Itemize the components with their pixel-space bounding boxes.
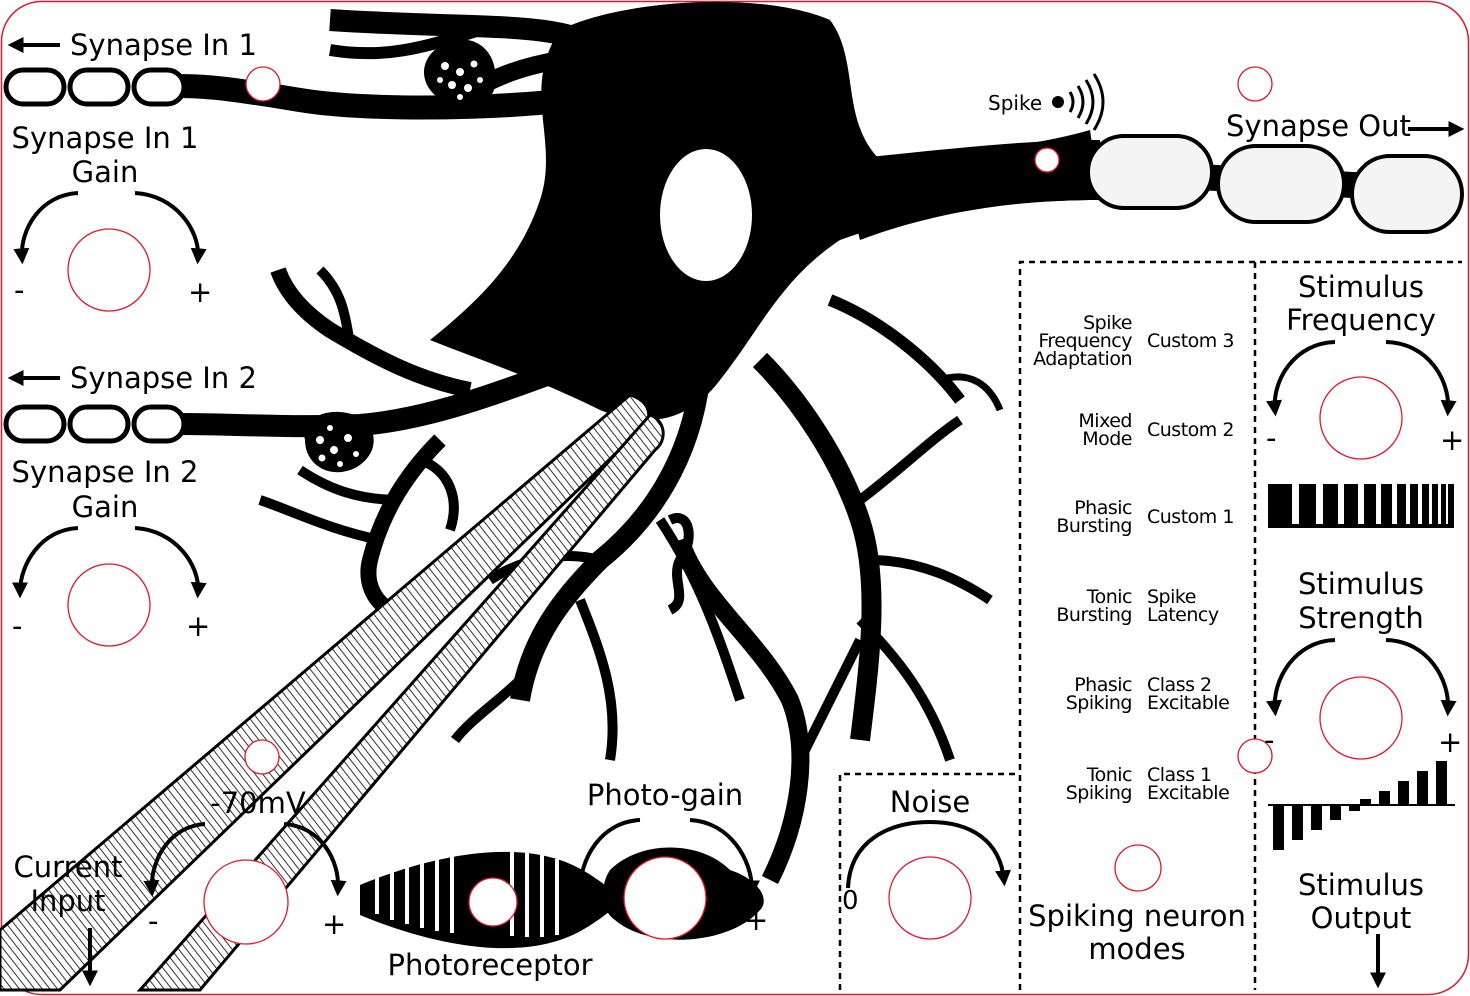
photoreceptor-label: Photoreceptor bbox=[387, 948, 592, 982]
electrode-illustration bbox=[0, 393, 665, 992]
membrane-led bbox=[244, 739, 280, 775]
mode-left-1-line2: Frequency bbox=[1038, 330, 1132, 352]
mode-right-4-line2: Latency bbox=[1147, 604, 1219, 626]
stimulus-strength-arc-left bbox=[1266, 638, 1336, 717]
noise-zero: 0 bbox=[842, 886, 859, 916]
spike-led bbox=[1034, 147, 1060, 173]
current-input-label-line1: Current bbox=[14, 850, 123, 884]
membrane-arc-left bbox=[143, 822, 206, 897]
stimulus-frequency-label-line2: Frequency bbox=[1286, 303, 1436, 337]
mode-right-3-line1: Custom 1 bbox=[1147, 506, 1234, 528]
stimulus-output-label-line1: Stimulus bbox=[1298, 868, 1424, 902]
mode-right-1-line1: Custom 3 bbox=[1147, 330, 1234, 352]
synapse-in-1-gain-arc-left bbox=[13, 191, 79, 265]
mode-left-3-line1: Phasic bbox=[1074, 497, 1132, 519]
stimulus-output-label-line2: Output bbox=[1311, 901, 1412, 935]
synapse-out-label: Synapse Out bbox=[1226, 109, 1411, 143]
mode-left-2-line2: Mode bbox=[1082, 428, 1132, 450]
synapse-in-2-bouton bbox=[3, 404, 187, 444]
mode-right-5-line2: Excitable bbox=[1147, 692, 1229, 714]
synapse-in-1-gain-label-line1: Synapse In 1 bbox=[12, 121, 199, 155]
mode-select-button[interactable] bbox=[1114, 844, 1162, 892]
synapse-in-1-label: Synapse In 1 bbox=[70, 28, 257, 62]
synapse-out-jack[interactable] bbox=[1237, 66, 1273, 102]
stimulus-strength-label-line1: Stimulus bbox=[1298, 567, 1424, 601]
synapse-in-1-gain-arc-right bbox=[134, 191, 207, 265]
mode-right-6-line2: Excitable bbox=[1147, 782, 1229, 804]
photo-gain-arc-right bbox=[689, 818, 760, 897]
membrane-minus: - bbox=[148, 904, 158, 938]
synapse-in-1-gain-minus: - bbox=[14, 273, 24, 307]
noise-arc bbox=[846, 819, 1011, 889]
membrane-arc-right bbox=[283, 822, 347, 897]
mode-right-2-line1: Custom 2 bbox=[1147, 419, 1234, 441]
mode-left-4-line2: Bursting bbox=[1056, 604, 1132, 626]
mode-left-5-line1: Phasic bbox=[1074, 674, 1132, 696]
photo-gain-knob[interactable] bbox=[623, 856, 707, 940]
stimulus-frequency-minus: - bbox=[1266, 421, 1276, 455]
synapse-in-2-gain-minus: - bbox=[12, 609, 22, 643]
modes-title-line1: Spiking neuron bbox=[1028, 899, 1246, 933]
mode-left-4-line1: Tonic bbox=[1086, 586, 1132, 608]
stimulus-frequency-knob[interactable] bbox=[1319, 376, 1403, 460]
synapse-in-1-gain-plus: + bbox=[188, 275, 212, 309]
mode-right-5-line1: Class 2 bbox=[1147, 674, 1212, 696]
stimulus-strength-arc-right bbox=[1385, 638, 1457, 717]
photo-gain-arc-left bbox=[572, 818, 641, 897]
mode-right-4-line1: Spike bbox=[1147, 586, 1196, 608]
stimulus-strength-plus: + bbox=[1438, 725, 1462, 759]
stimulus-frequency-label-line1: Stimulus bbox=[1298, 270, 1424, 304]
synapse-in-2-gain-arc-right bbox=[134, 526, 207, 599]
synapse-in-1-jack[interactable] bbox=[245, 66, 281, 102]
modes-title-line2: modes bbox=[1088, 932, 1185, 966]
mode-left-3-line2: Bursting bbox=[1056, 515, 1132, 537]
photoreceptor-sensor bbox=[468, 877, 518, 927]
synapse-out-bouton bbox=[1086, 134, 1464, 234]
noise-section-border bbox=[838, 772, 1020, 990]
mode-left-2-line1: Mixed bbox=[1078, 410, 1132, 432]
stimulus-frequency-icon bbox=[1268, 484, 1454, 528]
noise-knob[interactable] bbox=[888, 856, 972, 940]
noise-label: Noise bbox=[890, 785, 970, 819]
photo-gain-label: Photo-gain bbox=[587, 778, 743, 812]
stimulus-strength-label-line2: Strength bbox=[1298, 601, 1423, 635]
membrane-plus: + bbox=[322, 907, 346, 941]
mode-left-6-line2: Spiking bbox=[1066, 782, 1132, 804]
mode-left-1-line3: Adaptation bbox=[1033, 348, 1132, 370]
membrane-knob[interactable] bbox=[203, 859, 289, 945]
synapse-in-2-gain-label-line2: Gain bbox=[72, 490, 139, 524]
stimulus-strength-minus: - bbox=[1264, 723, 1274, 757]
synapse-in-2-gain-plus: + bbox=[186, 609, 210, 643]
synapse-in-1-gain-knob[interactable] bbox=[67, 228, 151, 312]
synapse-in-1-gain-label-line2: Gain bbox=[72, 155, 139, 189]
mode-left-1-line1: Spike bbox=[1083, 312, 1132, 334]
current-input-label-line2: Input bbox=[30, 884, 105, 918]
mode-select-jack[interactable] bbox=[1237, 738, 1273, 774]
stimulus-frequency-arc-left bbox=[1266, 340, 1336, 417]
stimulus-strength-icon bbox=[1268, 761, 1455, 850]
modes-section-border bbox=[1018, 260, 1462, 990]
stimulus-frequency-plus: + bbox=[1440, 423, 1464, 457]
photo-gain-minus: - bbox=[572, 898, 582, 932]
synapse-in-1-bouton bbox=[3, 67, 187, 107]
membrane-label: -70mV bbox=[210, 786, 306, 820]
mode-left-6-line1: Tonic bbox=[1086, 764, 1132, 786]
spiking-mode-list: SpikeFrequencyAdaptationMixedModePhasicB… bbox=[1033, 312, 1234, 804]
mode-right-6-line1: Class 1 bbox=[1147, 764, 1212, 786]
spike-label: Spike bbox=[988, 91, 1042, 115]
photo-gain-plus: + bbox=[744, 903, 768, 937]
synapse-in-2-gain-knob[interactable] bbox=[67, 563, 151, 647]
synapse-in-2-label: Synapse In 2 bbox=[70, 361, 257, 395]
stimulus-frequency-arc-right bbox=[1385, 340, 1457, 417]
mode-left-5-line2: Spiking bbox=[1066, 692, 1132, 714]
stimulus-strength-knob[interactable] bbox=[1319, 676, 1403, 760]
synapse-in-2-gain-label-line1: Synapse In 2 bbox=[12, 455, 199, 489]
spike-signal-icon bbox=[1052, 73, 1105, 131]
synapse-in-2-gain-arc-left bbox=[12, 526, 79, 599]
